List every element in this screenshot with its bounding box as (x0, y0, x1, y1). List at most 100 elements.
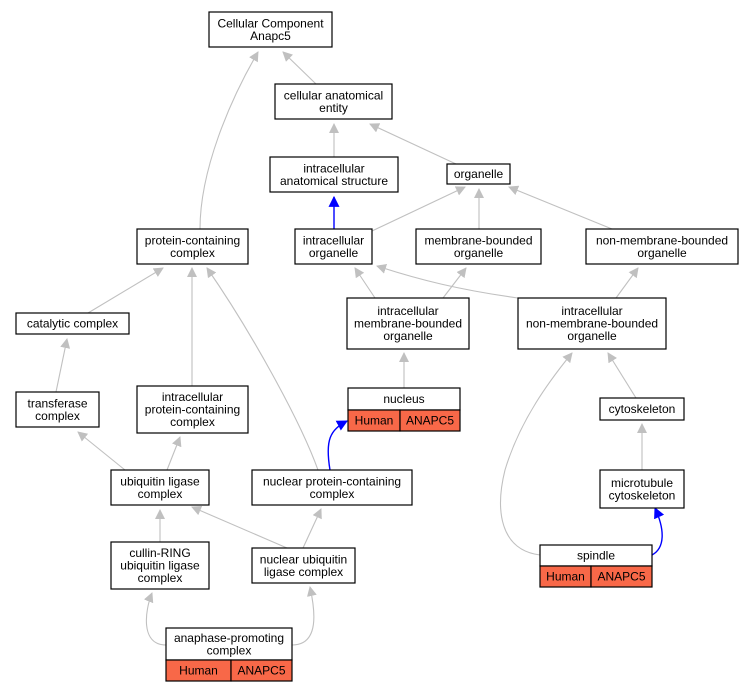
node-label-line: entity (319, 101, 348, 115)
node-box (415, 228, 542, 265)
node-box (15, 312, 130, 335)
node-label-line: complex (310, 487, 355, 501)
edge-spindle-to-inmbo (500, 352, 573, 556)
node-label-line: nuclear ubiquitin (260, 552, 347, 566)
node-label-line: complex (138, 487, 183, 501)
node-label-line: complex (170, 415, 215, 429)
edge-nucl_ubl-to-npcc (302, 508, 322, 549)
edges-layer (55, 51, 665, 646)
node-box (15, 391, 100, 428)
node-cytoskeleton[interactable]: cytoskeleton (599, 397, 685, 421)
edge-npcc-to-nucleus (327, 420, 348, 471)
node-label-line: catalytic complex (27, 317, 118, 331)
node-box (136, 228, 249, 265)
node-label-line: ligase complex (264, 565, 343, 579)
edge-nucl_ubl-to-ubl (191, 505, 288, 549)
node-label-line: nuclear protein-containing (263, 474, 401, 488)
edge-imbo-to-mbo (442, 267, 467, 299)
annotation-gene-cell (399, 409, 461, 432)
annotation-species: Human (179, 664, 218, 678)
node-label-line: protein-containing (145, 403, 240, 417)
node-box (251, 547, 356, 584)
node-label-line: complex (138, 571, 183, 585)
edge-npcc-to-pcc (206, 267, 319, 471)
node-label-line: organelle (637, 246, 687, 260)
node-label-line: intracellular (303, 161, 364, 175)
node-label-line: intracellular (303, 233, 364, 247)
annotation-gene-cell (230, 659, 293, 682)
node-box (110, 541, 210, 590)
node-label-line: cellular anatomical (284, 88, 383, 102)
node-box (294, 228, 373, 265)
annotation-gene: ANAPC5 (237, 664, 285, 678)
node-box (517, 297, 667, 350)
edge-transferase-to-catalytic (55, 338, 71, 393)
node-box (599, 469, 685, 509)
edge-cytoskeleton-to-inmbo (607, 352, 637, 399)
node-label-line: non-membrane-bounded (526, 317, 658, 331)
edge-apc-to-nucl_ubl (291, 586, 317, 646)
annotation-species: Human (546, 570, 585, 584)
node-label-line: cytoskeleton (609, 488, 676, 502)
node-label-line: Cellular Component (217, 16, 324, 30)
edge-imbo-to-io (354, 267, 376, 299)
node-inmbo[interactable]: intracellularnon-membrane-boundedorganel… (517, 297, 667, 350)
node-label-line: complex (170, 246, 215, 260)
node-label-line: Anapc5 (250, 29, 291, 43)
node-label-line: spindle (577, 549, 615, 563)
node-organelle[interactable]: organelle (446, 163, 511, 185)
node-box (269, 156, 399, 193)
node-label-line: membrane-bounded (354, 317, 462, 331)
node-label-line: microtubule (611, 476, 673, 490)
edge-nmbo-to-organelle (508, 185, 613, 230)
annotation-gene: ANAPC5 (597, 570, 645, 584)
node-box (274, 83, 393, 120)
node-catalytic[interactable]: catalytic complex (15, 312, 130, 335)
node-label-line: organelle (454, 246, 504, 260)
edge-catalytic-to-pcc (87, 267, 164, 314)
annotation-gene-cell (590, 565, 653, 588)
node-label-line: cullin-RING (129, 546, 190, 560)
edge-inmbo-to-nmbo (615, 267, 639, 299)
node-label-line: ubiquitin ligase (120, 559, 200, 573)
node-label-line: intracellular (377, 304, 438, 318)
node-box (136, 385, 249, 434)
node-label-line: intracellular (162, 390, 223, 404)
node-label-line: protein-containing (145, 233, 240, 247)
node-label-line: cytoskeleton (609, 402, 676, 416)
node-label-line: organelle (454, 167, 504, 181)
node-box (585, 228, 739, 265)
annotation-gene: ANAPC5 (406, 414, 454, 428)
edge-cae-to-cc_root (282, 51, 317, 85)
node-label-line: membrane-bounded (424, 233, 532, 247)
node-label-line: ubiquitin ligase (120, 474, 200, 488)
node-label-line: organelle (567, 329, 617, 343)
node-box (165, 627, 293, 661)
node-label-line: complex (207, 643, 252, 657)
edge-ubl-to-transferase (77, 431, 126, 471)
node-label-line: anaphase-promoting (174, 631, 284, 645)
node-box (599, 397, 685, 421)
node-label-line: complex (35, 409, 80, 423)
edge-pcc-to-cc_root (199, 51, 259, 230)
